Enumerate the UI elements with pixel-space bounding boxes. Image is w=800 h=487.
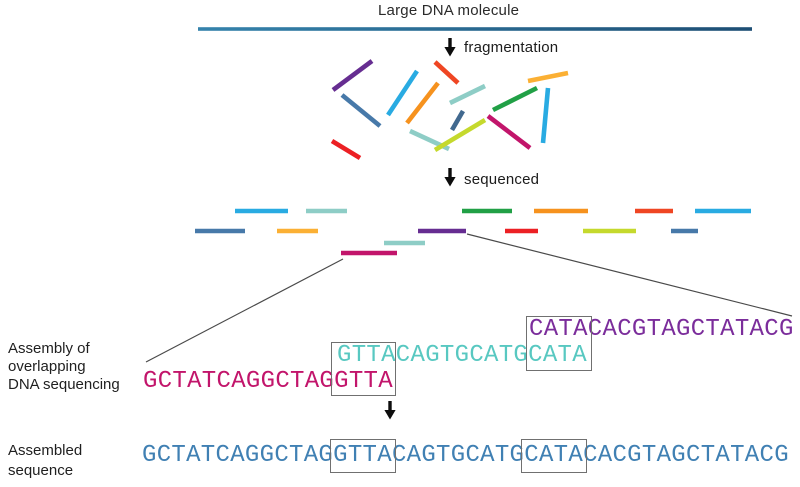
overlap-box-gtta-assembled bbox=[330, 439, 396, 473]
assembly-label-line3: DNA sequencing bbox=[8, 376, 120, 393]
large-dna-molecule-label: Large DNA molecule bbox=[378, 2, 520, 19]
dna-fragment bbox=[433, 60, 460, 85]
dna-fragment bbox=[340, 93, 382, 128]
assembled-label-line2: sequence bbox=[8, 462, 74, 479]
sequence-read-magenta: GCTATCAGGCTAGGTTA bbox=[143, 368, 393, 395]
dna-fragment bbox=[330, 139, 362, 160]
fragmentation-label: fragmentation bbox=[464, 39, 559, 56]
dna-fragment bbox=[527, 70, 569, 84]
dna-fragment bbox=[448, 83, 487, 106]
dna-fragment bbox=[491, 85, 539, 113]
large-dna-molecule-line bbox=[198, 27, 752, 31]
zoom-pointer-line bbox=[145, 258, 344, 363]
dna-fragment bbox=[386, 69, 419, 117]
dna-fragment bbox=[450, 109, 465, 132]
assembly-arrow-head bbox=[384, 410, 396, 420]
overlap-box-cata-reads bbox=[526, 316, 592, 371]
zoom-pointer-line bbox=[466, 233, 793, 317]
overlap-box-cata-assembled bbox=[521, 439, 587, 473]
dna-fragment bbox=[405, 81, 440, 125]
assembly-label: Assembly of overlapping DNA sequencing bbox=[8, 340, 120, 394]
assembly-label-line1: Assembly of bbox=[8, 340, 90, 357]
dna-fragment bbox=[433, 118, 487, 152]
dna-fragment bbox=[331, 59, 374, 92]
assembled-sequence-label: Assembled sequence bbox=[8, 441, 82, 481]
overlap-box-gtta-reads bbox=[331, 342, 396, 396]
sequenced-arrow-head bbox=[444, 177, 456, 187]
dna-fragment bbox=[486, 114, 532, 150]
sequence-read-purple: CATACACGTAGCTATACG bbox=[529, 316, 794, 343]
sequence-read-teal: GTTACAGTGCATGCATA bbox=[337, 342, 587, 369]
assembled-label-line1: Assembled bbox=[8, 442, 83, 459]
sequenced-label: sequenced bbox=[464, 171, 540, 188]
fragmentation-arrow-head bbox=[444, 47, 456, 57]
assembly-label-line2: overlapping bbox=[8, 358, 86, 375]
sequence-assembled: GCTATCAGGCTAGGTTACAGTGCATGCATACACGTAGCTA… bbox=[142, 442, 789, 469]
dna-fragment bbox=[540, 87, 551, 144]
